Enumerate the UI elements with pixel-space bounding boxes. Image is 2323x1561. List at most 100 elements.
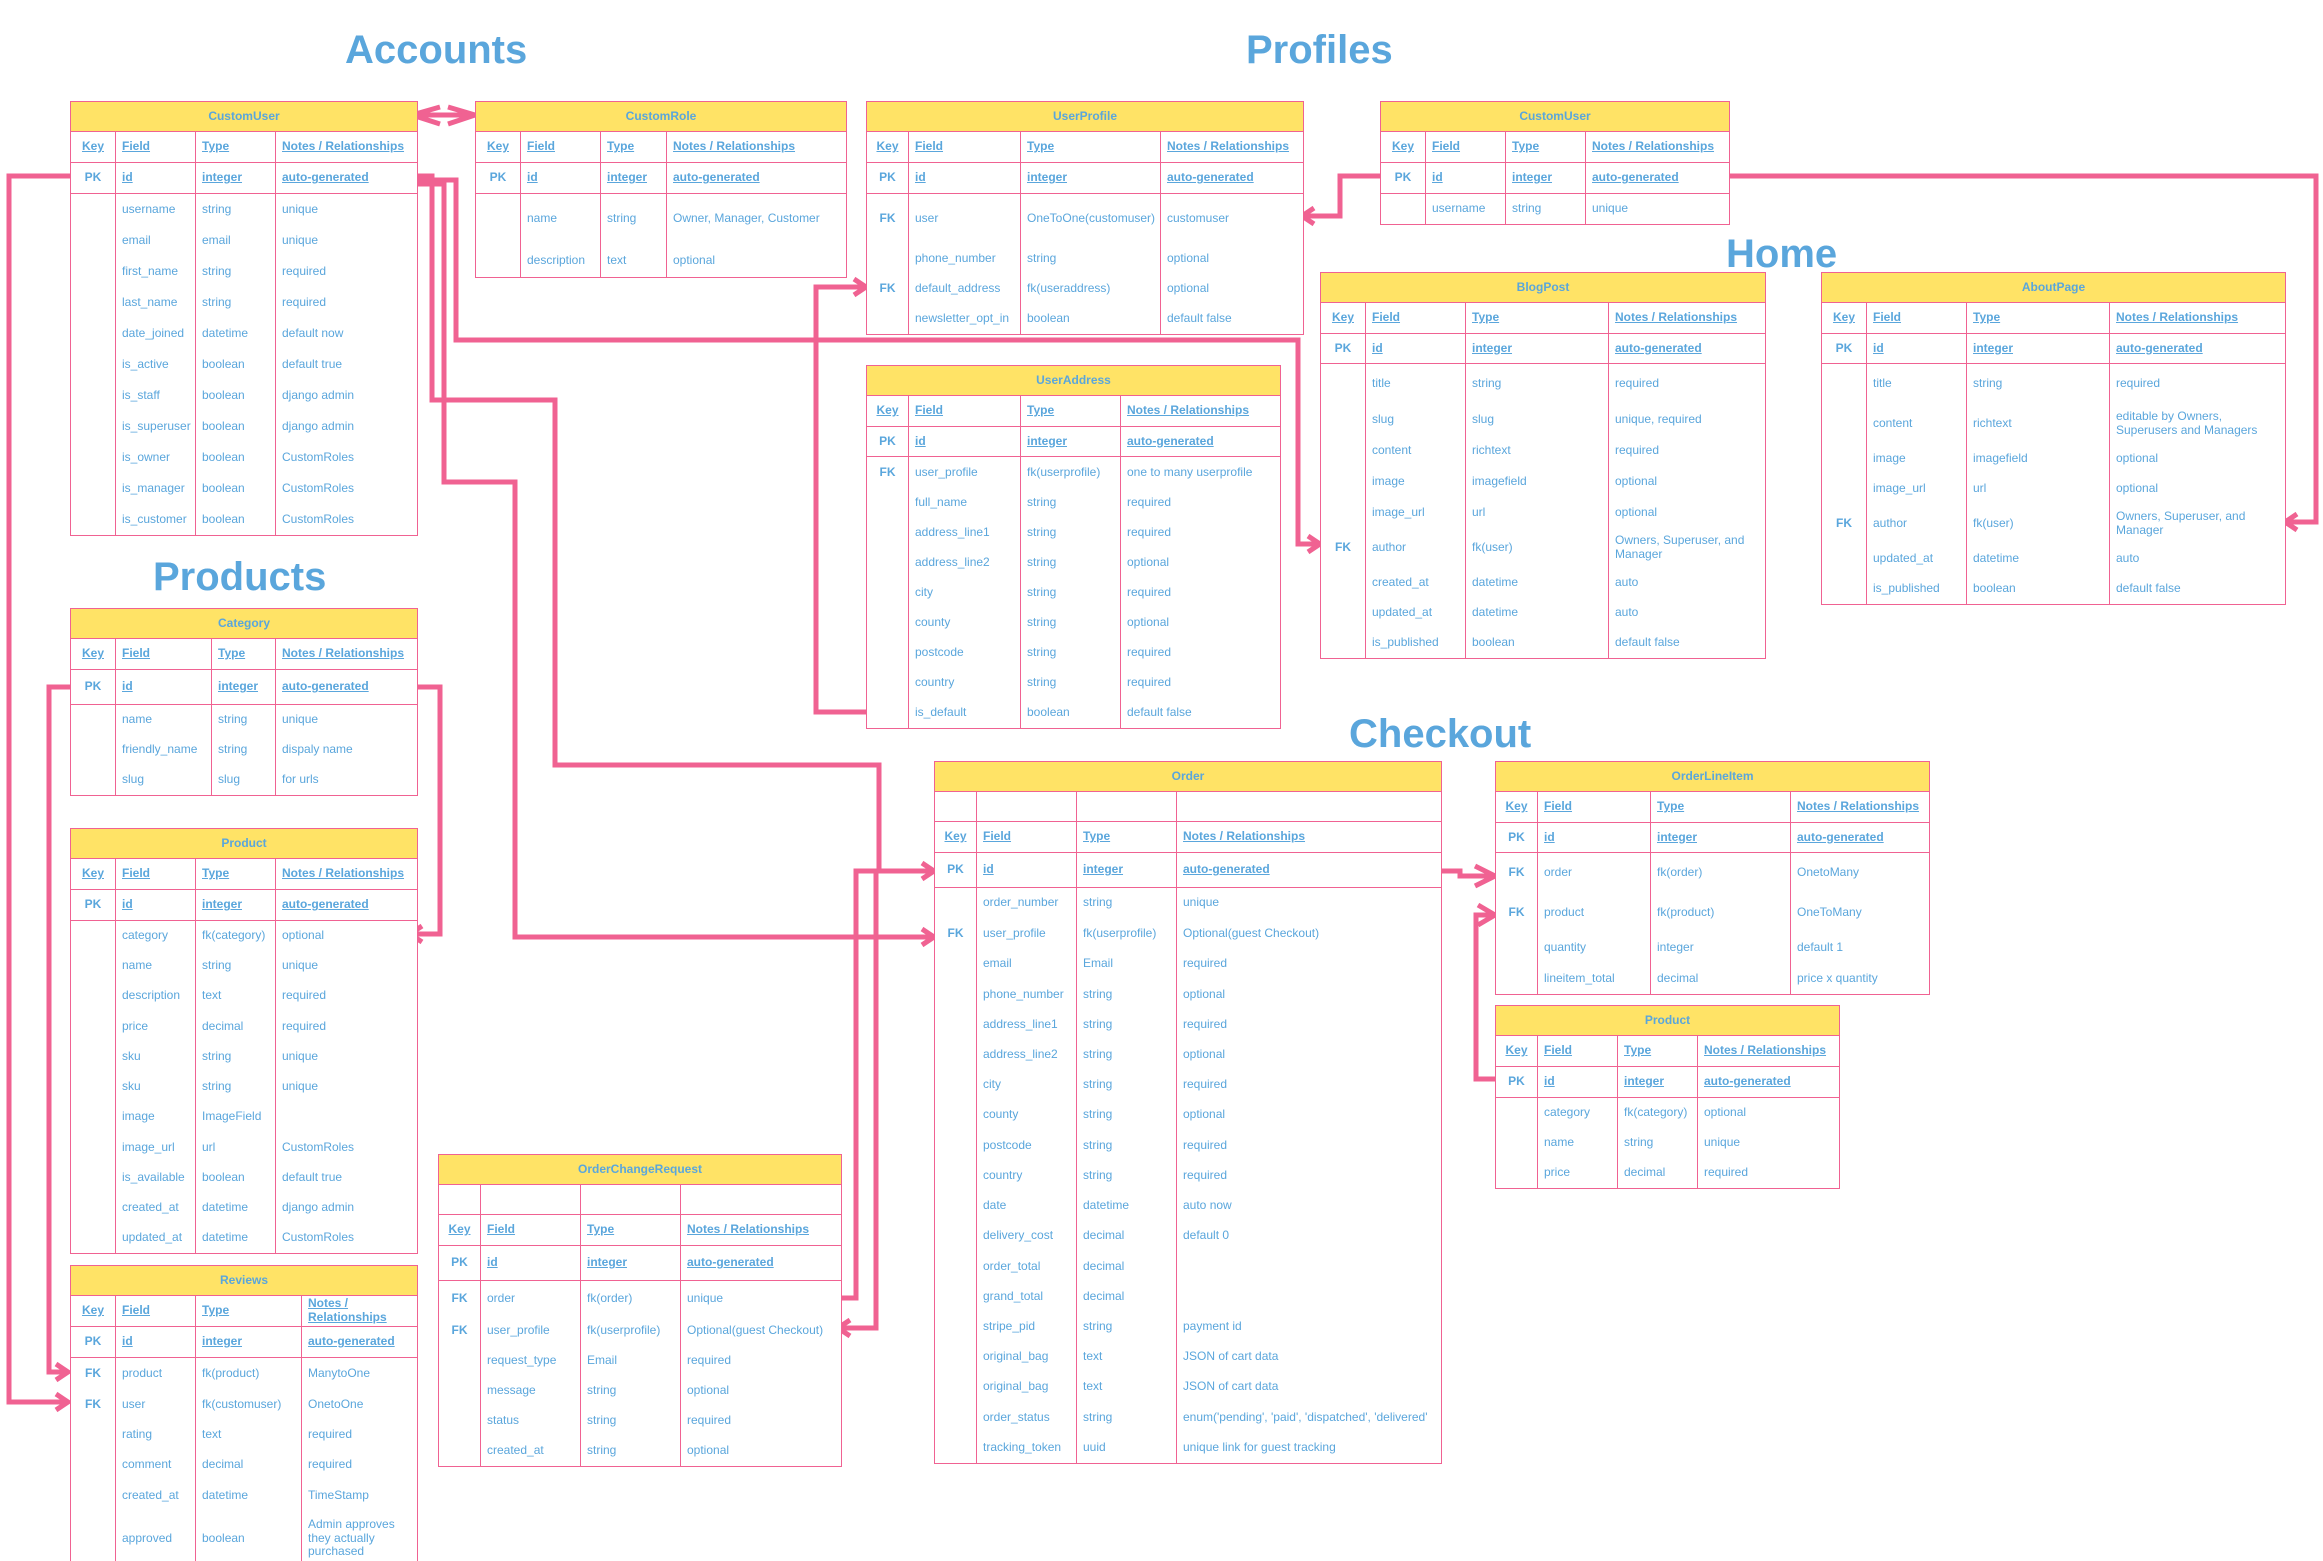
field-cell: id xyxy=(521,163,601,193)
key-cell xyxy=(935,1161,977,1191)
notes-cell: customuser xyxy=(1167,211,1230,226)
key-cell xyxy=(935,1372,977,1402)
notes-cell: optional xyxy=(2116,451,2159,466)
notes-cell: auto now xyxy=(1183,1198,1232,1213)
field-cell: description xyxy=(521,244,601,277)
field-cell: order_total xyxy=(977,1251,1077,1282)
field-cell: rating xyxy=(116,1420,196,1450)
connector-product-orderlineitem xyxy=(1473,912,1495,1082)
key-cell: PK xyxy=(71,1327,116,1357)
field-cell: title xyxy=(1366,364,1466,404)
key-cell xyxy=(935,1433,977,1463)
notes-cell: unique link for guest tracking xyxy=(1183,1440,1336,1455)
type-cell: boolean xyxy=(1466,628,1609,658)
type-cell: richtext xyxy=(1466,436,1609,466)
type-cell: Type xyxy=(1506,132,1586,162)
field-cell: city xyxy=(909,578,1021,608)
field-cell: created_at xyxy=(116,1480,196,1511)
type-cell: Type xyxy=(196,132,276,162)
type-cell: Type xyxy=(1021,396,1121,426)
notes-cell: auto-generated xyxy=(282,897,369,912)
key-cell: Key xyxy=(867,132,909,162)
type-cell: fk(user) xyxy=(1967,504,2110,544)
notes-cell: Notes / Relationships xyxy=(1167,139,1290,154)
key-cell: Key xyxy=(71,639,116,669)
type-cell: slug xyxy=(212,765,276,795)
field-cell: Field xyxy=(977,822,1077,852)
field-cell: name xyxy=(521,194,601,244)
notes-cell xyxy=(681,1185,840,1214)
key-cell: FK xyxy=(1822,504,1867,544)
key-cell xyxy=(935,1312,977,1342)
key-cell xyxy=(71,1011,116,1042)
key-cell: Key xyxy=(1496,792,1538,822)
key-cell xyxy=(1822,544,1867,574)
field-cell: country xyxy=(977,1161,1077,1191)
key-cell xyxy=(867,518,909,548)
type-cell: boolean xyxy=(196,349,276,380)
connector-customrole-crowfoot xyxy=(447,104,476,127)
type-cell: datetime xyxy=(1967,544,2110,574)
field-cell: author xyxy=(1366,528,1466,568)
field-cell: is_customer xyxy=(116,504,196,535)
key-cell xyxy=(935,1402,977,1433)
connector-category-reviews xyxy=(46,684,70,1375)
type-cell: string xyxy=(581,1436,681,1466)
entity-title: UserAddress xyxy=(867,366,1280,396)
field-cell: is_owner xyxy=(116,442,196,473)
field-cell: phone_number xyxy=(909,244,1021,274)
key-cell xyxy=(439,1406,481,1436)
type-cell: string xyxy=(1021,608,1121,638)
key-cell xyxy=(71,1420,116,1450)
type-cell: integer xyxy=(1651,823,1791,852)
key-cell xyxy=(1381,194,1426,224)
field-cell: is_manager xyxy=(116,473,196,504)
field-cell: original_bag xyxy=(977,1342,1077,1372)
type-cell: fk(order) xyxy=(581,1281,681,1316)
type-cell: datetime xyxy=(1466,568,1609,598)
field-cell: image_url xyxy=(1366,498,1466,528)
field-cell: address_line1 xyxy=(977,1010,1077,1040)
type-cell: url xyxy=(1466,498,1609,528)
key-cell xyxy=(476,194,521,244)
key-cell xyxy=(1321,628,1366,658)
notes-cell: optional xyxy=(1167,251,1210,266)
type-cell: decimal xyxy=(1618,1158,1698,1188)
type-cell: decimal xyxy=(196,1450,302,1480)
notes-cell: editable by Owners, Superusers and Manag… xyxy=(2116,409,2258,437)
type-cell: fk(useraddress) xyxy=(1021,274,1161,304)
field-cell: sku xyxy=(116,1042,196,1072)
notes-cell: default false xyxy=(1127,705,1192,720)
type-cell: string xyxy=(1021,518,1121,548)
type-cell: OneToOne(customuser) xyxy=(1021,194,1161,244)
